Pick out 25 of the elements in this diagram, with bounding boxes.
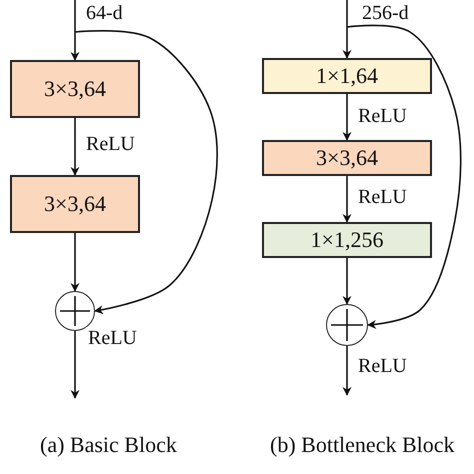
caption: (b) Bottleneck Block [270, 432, 455, 458]
arrow [70, 233, 80, 292]
arrow [342, 94, 352, 141]
arrow [70, 331, 80, 399]
layer-label: 3×3,64 [44, 76, 106, 102]
arrow [70, 118, 80, 176]
skip-connection-arrow [346, 24, 462, 329]
conv-layer-box [262, 58, 432, 94]
arrow [342, 0, 352, 59]
layer-label: 1×1,64 [316, 63, 378, 89]
sum-circle [55, 291, 95, 331]
conv-layer-box [10, 175, 140, 233]
caption: (a) Basic Block [40, 432, 177, 458]
conv-layer-box [10, 60, 140, 118]
sum-circle [326, 304, 368, 346]
arrow [70, 0, 80, 61]
skip-connection-arrow [74, 30, 218, 314]
conv-layer-box [262, 140, 432, 176]
arrow [342, 176, 352, 223]
layer-label: 1×1,256 [310, 227, 384, 253]
layer-label: 3×3,64 [316, 145, 378, 171]
conv-layer-box [262, 222, 432, 258]
arrow [342, 346, 352, 396]
layer-label: 3×3,64 [44, 191, 106, 217]
arrow [342, 258, 352, 305]
